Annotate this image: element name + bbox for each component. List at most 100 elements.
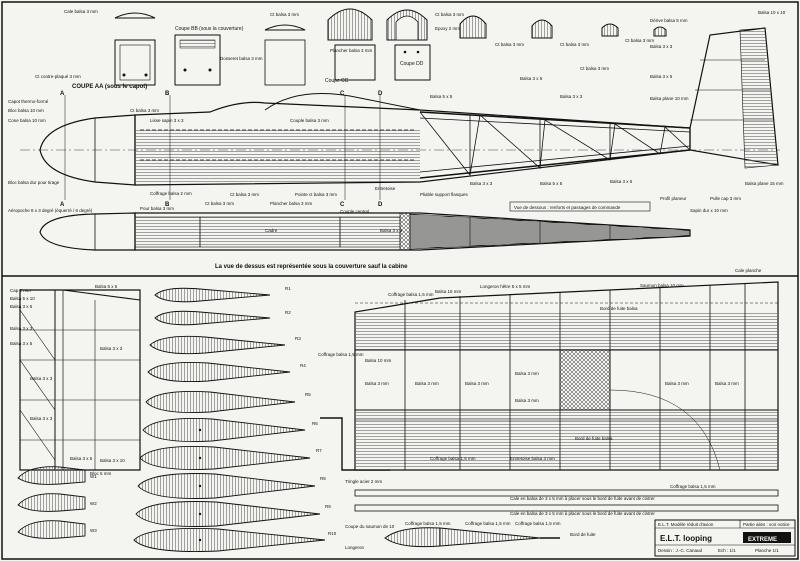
side-label: Lisse sapin 3 x 3 [150, 118, 184, 123]
side-label: Sapin dur x 10 mm [690, 208, 728, 213]
wing-label: Balsa 3 mm [715, 381, 739, 386]
note-box [509, 201, 651, 212]
stab-label: Cap 2 mm [10, 288, 31, 293]
wing-label: Coffrage balsa 1,5 mm [430, 456, 476, 461]
top-label: Plancher balsa 3 mm [270, 201, 313, 206]
stab-label: Balsa 3 x 3 [30, 416, 53, 421]
fuselage-top-view [39, 212, 691, 251]
side-label: Balsa 3 x 5 [610, 179, 633, 184]
wing-label: Cale planche [735, 268, 762, 273]
former-label: Ct balsa 3 mm [270, 12, 299, 17]
section-marker: A [60, 202, 65, 208]
wing-label: Balsa 3 mm [515, 398, 539, 403]
top-label: Ct balsa 3 mm [205, 201, 234, 206]
section-markers: A A B B C C D D [60, 91, 383, 208]
side-label: Ct balsa 3 mm [130, 108, 159, 113]
rib-set: R1 R2 R3 R4 R5 R6 R7 R8 R9 R10 [133, 286, 337, 552]
side-label: Balsa 3 x 5 [520, 76, 543, 81]
model-name: E.L.T. looping [660, 534, 712, 543]
side-label: Couple balsa 3 mm [290, 118, 329, 123]
side-label: Balsa 10 x 10 [758, 10, 786, 15]
drawn-by: Dessin : J.-C. Canaud [658, 548, 703, 553]
coupe-cc: Coupe CC [264, 24, 349, 86]
rib-tag: R6 [312, 421, 318, 426]
side-label: Ct balsa 3 mm [580, 66, 609, 71]
section-marker: D [378, 202, 383, 208]
rib-tag: W2 [90, 501, 97, 506]
wing-label: Coffrage balsa 1,5 mm [670, 484, 716, 489]
side-label: Balsa 3 x 3 [650, 44, 673, 49]
wing-label: Bord de fuite balsa [600, 306, 638, 311]
stab-label: Balsa 3 x 5 [70, 456, 93, 461]
stab-label: Balsa 5 x 10 [10, 296, 35, 301]
coupe-bb-title: Coupe BB (sous la couverture) [175, 26, 244, 32]
stab-label: Balsa 3 x 3 [100, 346, 123, 351]
wing-plan [354, 281, 779, 471]
stab-label: Balsa 3 x 10 [100, 458, 125, 463]
side-label: Bloc balsa dur pour tirage [8, 180, 60, 185]
side-label: Dosseret balsa 3 mm [220, 56, 263, 61]
stab-label: Balsa 5 x 5 [95, 284, 118, 289]
side-label: Balsa 5 x 5 [540, 181, 563, 186]
note-text: Vue de dessous : renforts et passages de… [514, 205, 621, 210]
section-label: Longeron [345, 545, 365, 550]
stab-label: Balsa 3 x 5 [10, 341, 33, 346]
former-label: Ct balsa 3 mm [435, 12, 464, 17]
side-label: Pointe ct balsa 3 mm [295, 192, 337, 197]
coupe-aa-title: COUPE AA (sous le capot) [72, 84, 147, 90]
section-marker: B [165, 91, 170, 97]
side-label: Balsa 3 x 5 [650, 74, 673, 79]
side-label: Ct contre-plaqué 3 mm [35, 74, 81, 79]
strip-caption: Cale en balsa de 3 x 5 mm à placer sous … [510, 511, 655, 516]
top-label: Cadre [265, 228, 278, 233]
sheet-number: Planche 1/1 [755, 548, 779, 553]
wing-label: Balsa 15 mm [435, 289, 462, 294]
rib-tag: W3 [90, 528, 97, 533]
badge-box [743, 532, 791, 543]
rib-tag: R9 [325, 504, 331, 509]
rib-tag: R8 [320, 476, 326, 481]
coupe-bb: Coupe BB (sous la couverture) [174, 26, 244, 86]
section-marker: C [340, 91, 345, 97]
section-label: Bord de fuite [570, 532, 596, 537]
rib-tag: R7 [316, 448, 322, 453]
rib-tag: R4 [300, 363, 306, 368]
coupe-dd-title: Coupe DD [400, 61, 424, 67]
stab-label: Bloc 5 mm [90, 471, 112, 476]
former-label: Ct balsa 3 mm [560, 42, 589, 47]
side-label: Balsa plane 10 mm [650, 96, 689, 101]
top-label: Couple central [340, 209, 369, 214]
side-label: Balsa 3 x 3 [470, 181, 493, 186]
title-top: E.L.T. Modèle réduit d'avion [658, 522, 714, 527]
wire-label: Tringle acier 2 mm [345, 479, 382, 484]
side-label: Balsa plane 15 mm [745, 181, 784, 186]
side-label: Cone balsa 10 mm [8, 118, 46, 123]
side-label: Bloc balsa 10 mm [8, 108, 44, 113]
scale-text: Ech : 1/1 [718, 548, 736, 553]
side-label: Coffrage balsa 2 mm [150, 191, 192, 196]
wing-label: Balsa 3 mm [465, 381, 489, 386]
former-shapes [327, 8, 667, 41]
rib-tag: R3 [295, 336, 301, 341]
rib-tag: R5 [305, 392, 311, 397]
top-view-caption: La vue de dessus est représentée sous la… [215, 264, 408, 270]
stab-label: Balsa 3 x 3 [30, 376, 53, 381]
wing-label: Bord de fuite balsa [575, 436, 613, 441]
side-label: Balsa 5 x 5 [430, 94, 453, 99]
rib-tag: R2 [285, 310, 291, 315]
fuselage-side-labels: COUPE AA (sous le capot) Capot thermo-fo… [8, 10, 786, 213]
wing-label: Balsa 3 mm [415, 381, 439, 386]
title-block: E.L.T. Modèle réduit d'avion Partie aile… [654, 519, 796, 557]
fuselage-side-view [20, 27, 780, 200]
top-label: Balsa 3 x 3 [380, 228, 403, 233]
side-label: Plancher balsa 3 mm [330, 48, 373, 53]
wing-label: Balsa 10 mm [365, 358, 392, 363]
section-marker: C [340, 202, 345, 208]
coupe-dd: Coupe DD [334, 44, 431, 81]
rib-tag: R10 [328, 531, 337, 536]
former-label: Ct balsa 3 mm [495, 42, 524, 47]
top-label: Entretoise [375, 186, 396, 191]
top-label: Aéropoche 8 x 3 degré (équerré / 6 degré… [8, 208, 93, 213]
